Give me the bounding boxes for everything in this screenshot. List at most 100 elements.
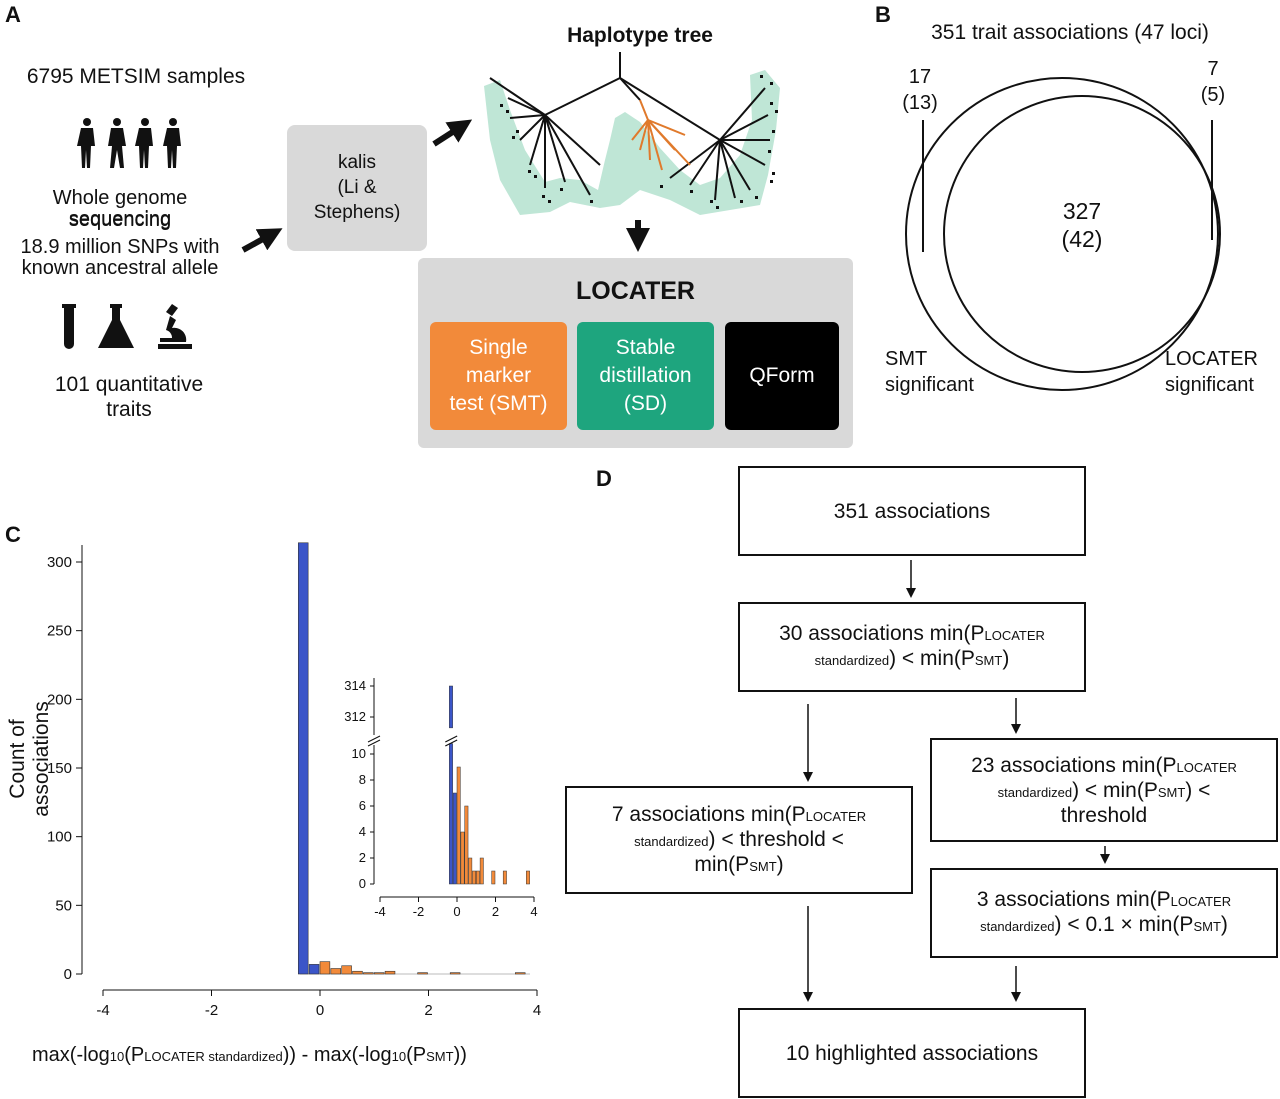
inset-y-tick-label: 314	[344, 678, 366, 693]
histogram-bar	[297, 542, 309, 975]
panel-label-d: D	[596, 466, 612, 491]
traits-label-2: traits	[106, 398, 152, 421]
locater-significant-label-2: significant	[1165, 374, 1254, 396]
inset-bar	[502, 870, 507, 885]
snps-label-2: known ancestral allele	[21, 257, 219, 279]
tree-title: Haplotype tree	[567, 24, 713, 47]
tree-leaf-dots	[500, 75, 778, 209]
inset-bar	[472, 870, 476, 885]
flask-icon	[98, 304, 134, 348]
histogram-bar	[384, 970, 396, 975]
histogram-bar	[417, 972, 428, 975]
y-tick-label: 200	[47, 691, 72, 708]
histogram-bar	[449, 972, 461, 975]
microscope-icon	[158, 304, 192, 349]
inset-bar	[456, 766, 461, 885]
histogram-bar	[363, 972, 374, 975]
venn-right-loci: (5)	[1200, 84, 1226, 106]
x-tick-label: -2	[205, 1002, 218, 1019]
qform-label: QForm	[749, 364, 815, 387]
x-tick-label: 4	[533, 1002, 541, 1019]
inset-y-tick-label: 8	[359, 772, 366, 787]
histogram-bar	[341, 965, 352, 975]
smt-significant-label-2: significant	[885, 374, 974, 396]
flow-box-10: 10 highlighted associations	[738, 1008, 1086, 1098]
tree-branches	[489, 52, 770, 201]
x-tick-label: 0	[316, 1002, 324, 1019]
x-tick-label: 2	[424, 1002, 432, 1019]
locater-title: LOCATER	[576, 277, 695, 305]
inset-x-tick-label: 4	[530, 904, 537, 919]
wgs-label-2: sequencing	[68, 208, 172, 230]
y-tick-label: 250	[47, 623, 72, 640]
inset-y-tick-label: 6	[359, 798, 366, 813]
histogram-bar	[319, 961, 331, 975]
venn-right-count: 7	[1207, 58, 1219, 80]
inset-bar-break	[445, 735, 458, 743]
qform-method-box: QForm	[725, 322, 839, 430]
smt-significant-label: SMT	[885, 348, 928, 370]
sd-line-1: Stable	[615, 336, 676, 359]
smt-circle	[905, 77, 1219, 391]
inset-y-tick-label: 312	[344, 709, 366, 724]
x-tick-label: -4	[96, 1002, 109, 1019]
y-tick-label: 300	[47, 554, 72, 571]
traits-label-1: 101 quantitative	[54, 373, 204, 396]
locater-circle	[943, 95, 1221, 373]
snps-label-1: 18.9 million SNPs with	[20, 236, 220, 258]
inset-bar	[452, 792, 457, 885]
inset-bar	[491, 870, 496, 885]
inset-bar	[479, 857, 484, 885]
locater-significant-label: LOCATER	[1165, 348, 1258, 370]
wgs-label: Whole genome sequencing	[52, 187, 188, 231]
panel-label-b: B	[875, 2, 891, 27]
inset-bar	[464, 805, 469, 885]
venn-title: 351 trait associations (47 loci)	[931, 21, 1209, 44]
inset-x-tick-label: 2	[492, 904, 499, 919]
inset-bar	[468, 857, 473, 885]
histogram-bar	[373, 972, 385, 975]
inset-x-tick-label: -2	[413, 904, 425, 919]
smt-line-1: Single	[469, 336, 528, 359]
venn-left-count: 17	[908, 66, 932, 88]
inset-bar	[526, 870, 530, 885]
y-tick-label: 100	[47, 829, 72, 846]
venn-left-loci: (13)	[902, 92, 938, 114]
arrow-to-tree	[432, 119, 473, 147]
inset-y-tick-label: 4	[359, 824, 366, 839]
inset-x-tick-label: 0	[453, 904, 460, 919]
inset-y-tick-label: 10	[352, 746, 366, 761]
inset-y-tick-label: 2	[359, 850, 366, 865]
inset-bar	[449, 685, 453, 729]
inset-x-tick-label: -4	[374, 904, 386, 919]
sd-line-2: distillation	[599, 364, 692, 387]
smt-line-3: test (SMT)	[449, 392, 548, 415]
y-tick-label: 50	[55, 897, 72, 914]
inset-bar-break	[445, 739, 458, 747]
test-tube-icon	[62, 304, 76, 349]
kalis-label-2: (Li &	[337, 177, 377, 198]
venn-center-count: 327	[1062, 198, 1102, 224]
samples-label: 6795 METSIM samples	[26, 65, 246, 88]
inset-axis-break	[367, 735, 381, 743]
panel-label-a: A	[5, 2, 21, 27]
kalis-box	[287, 125, 427, 251]
inset-bar	[460, 831, 465, 885]
inset-bar	[476, 870, 480, 885]
kalis-label-3: Stephens)	[313, 202, 401, 223]
arrow-to-kalis	[241, 228, 283, 253]
tree-orange-clade	[631, 99, 691, 171]
histogram-bar	[330, 968, 342, 975]
smt-line-2: marker	[465, 364, 532, 387]
inset-y-tick-label: 0	[359, 876, 366, 891]
